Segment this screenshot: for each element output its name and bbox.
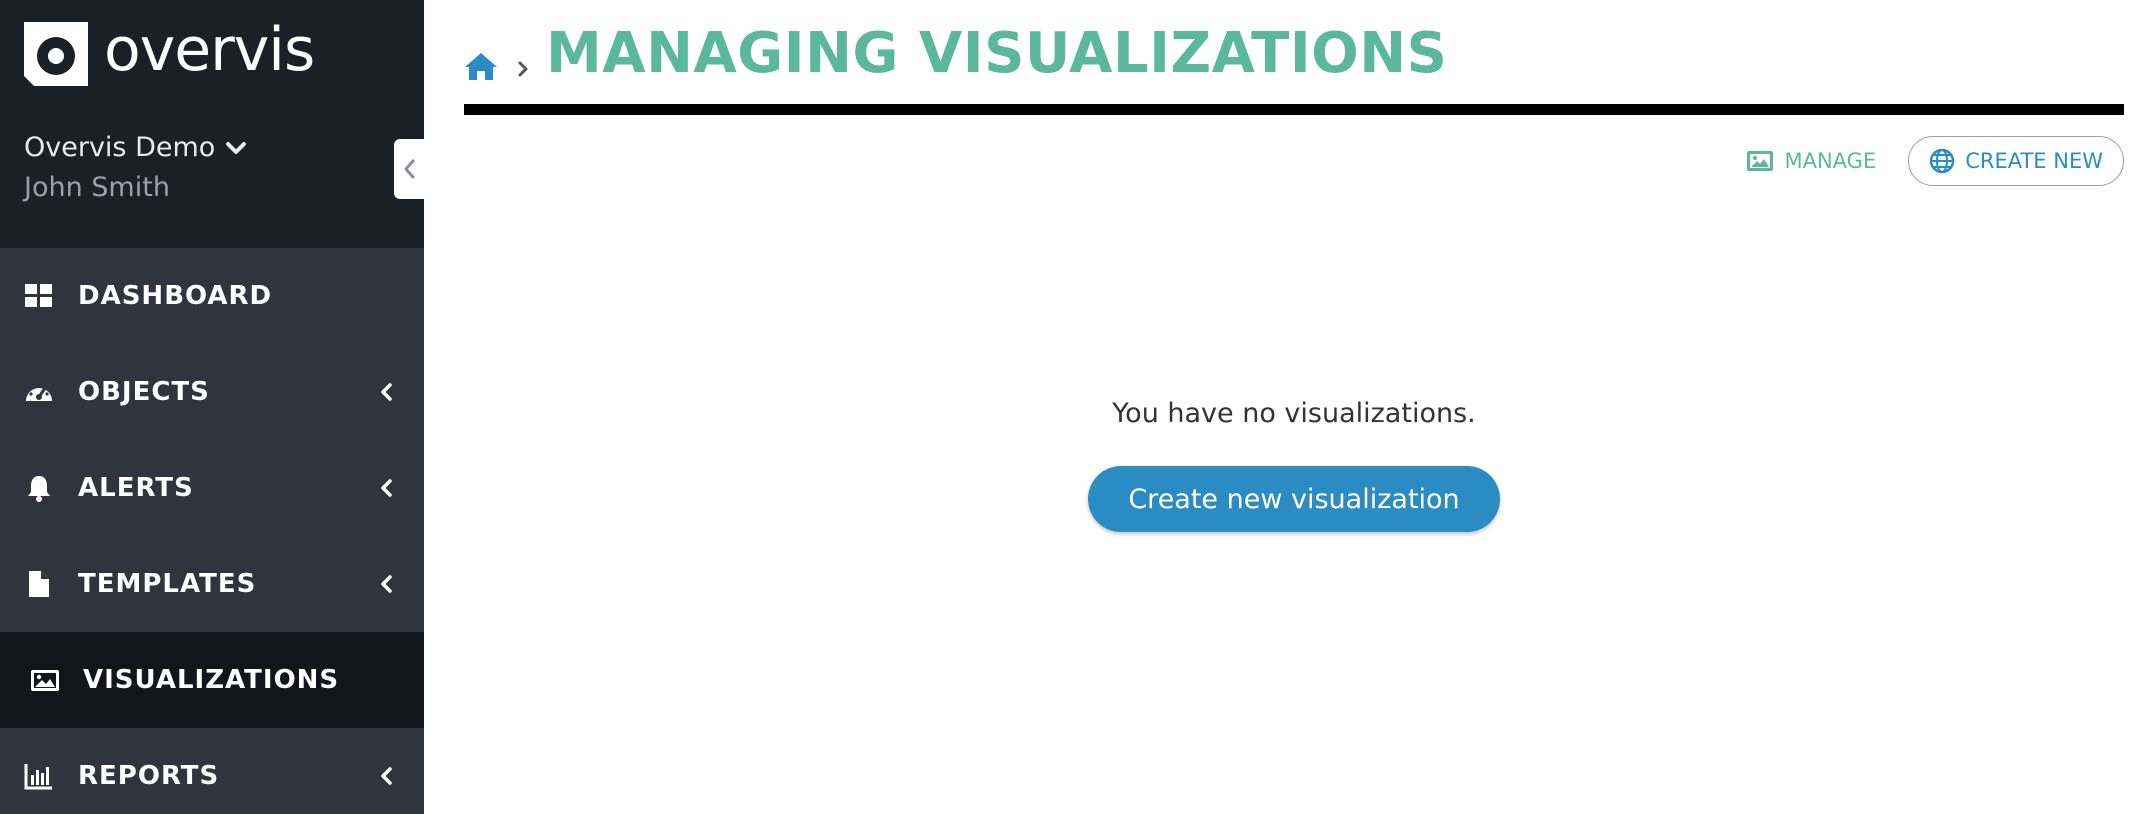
sidebar-item-dashboard[interactable]: DASHBOARD [0, 248, 424, 344]
sidebar-collapse-button[interactable] [394, 139, 424, 199]
image-icon [31, 670, 59, 691]
chevron-left-icon [404, 159, 415, 179]
gauge-icon [26, 383, 52, 401]
create-visualization-button[interactable]: Create new visualization [1088, 466, 1500, 532]
dashboard-icon [25, 284, 52, 307]
sidebar-item-label: VISUALIZATIONS [83, 665, 340, 695]
create-new-button[interactable]: CREATE NEW [1908, 136, 2124, 186]
chevron-down-icon [226, 141, 247, 154]
header-actions: MANAGE CREATE NEW [1730, 136, 2124, 186]
globe-icon [1929, 148, 1955, 174]
sidebar-item-reports[interactable]: REPORTS [0, 728, 424, 814]
image-icon [1747, 151, 1774, 171]
title-divider [464, 104, 2124, 115]
empty-state: Create new visualization [424, 466, 2136, 532]
sidebar-item-label: ALERTS [78, 473, 194, 503]
chevron-left-icon [381, 479, 392, 497]
chevron-left-icon [381, 575, 392, 593]
sidebar-item-label: REPORTS [78, 761, 220, 791]
chevron-left-icon [381, 383, 392, 401]
home-icon[interactable] [464, 51, 498, 81]
file-icon [29, 571, 49, 597]
sidebar-item-visualizations[interactable]: VISUALIZATIONS [0, 632, 424, 728]
bar-chart-icon [24, 764, 52, 790]
logo[interactable]: overvis [24, 18, 315, 86]
logo-text: overvis [104, 15, 315, 85]
chevron-right-icon [518, 61, 528, 77]
sidebar-item-templates[interactable]: TEMPLATES [0, 536, 424, 632]
manage-button[interactable]: MANAGE [1730, 136, 1892, 186]
chevron-left-icon [381, 767, 392, 785]
sidebar-item-alerts[interactable]: ALERTS [0, 440, 424, 536]
overvis-logo-icon [24, 22, 88, 86]
user-name: John Smith [24, 172, 170, 203]
page-title: MANAGING VISUALIZATIONS [546, 21, 1448, 86]
manage-button-label: MANAGE [1784, 149, 1877, 173]
sidebar-item-label: OBJECTS [78, 377, 210, 407]
org-switcher[interactable]: Overvis Demo [24, 132, 247, 163]
org-name: Overvis Demo [24, 132, 216, 163]
breadcrumb: MANAGING VISUALIZATIONS [464, 22, 1447, 86]
sidebar-item-objects[interactable]: OBJECTS [0, 344, 424, 440]
bell-icon [28, 476, 50, 502]
sidebar-header: overvis Overvis Demo John Smith [0, 0, 424, 248]
sidebar-item-label: DASHBOARD [78, 281, 273, 311]
sidebar: overvis Overvis Demo John Smith DASHBOAR… [0, 0, 424, 814]
sidebar-nav: DASHBOARD OBJECTS ALERTS [0, 248, 424, 814]
main-content: MANAGING VISUALIZATIONS MANAGE CREATE NE… [424, 0, 2136, 814]
sidebar-item-label: TEMPLATES [78, 569, 257, 599]
create-new-button-label: CREATE NEW [1965, 149, 2103, 173]
empty-state-message: You have no visualizations. [1112, 398, 1476, 429]
